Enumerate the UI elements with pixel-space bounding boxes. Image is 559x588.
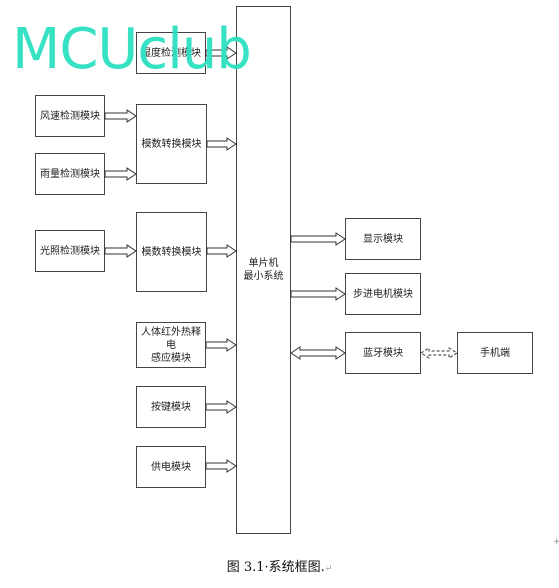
arrow-pir-to-mcu (205, 338, 237, 352)
arrow-mcu-bluetooth-bidirectional (290, 346, 346, 360)
mcu-label: 单片机 最小系统 (243, 258, 284, 282)
arrow-power-to-mcu (205, 459, 237, 473)
rainfall-module-label: 雨量检测模块 (40, 168, 100, 180)
adc-module-2-label: 模数转换模块 (141, 246, 202, 258)
figure-caption: 图 3.1·系统框图.↵ (0, 556, 559, 575)
light-module-label: 光照检测模块 (40, 245, 100, 257)
display-module-label: 显示模块 (363, 233, 403, 245)
arrow-adc1-to-mcu (206, 137, 237, 151)
arrow-light-to-adc2 (104, 244, 137, 258)
humidity-module: 湿度检测模块 (136, 32, 206, 74)
bluetooth-module: 蓝牙模块 (345, 332, 421, 374)
pir-sensor-module-label: 人体红外热释电 感应模块 (141, 326, 201, 364)
phone-terminal: 手机端 (457, 332, 533, 374)
light-module: 光照检测模块 (35, 230, 105, 272)
caption-text: 图 3.1·系统框图. (226, 560, 325, 575)
rainfall-module: 雨量检测模块 (35, 153, 105, 195)
arrow-rain-to-adc1 (104, 167, 137, 181)
display-module: 显示模块 (345, 218, 421, 260)
adc-module-1-label: 模数转换模块 (141, 138, 202, 150)
bluetooth-module-label: 蓝牙模块 (363, 347, 403, 359)
key-module-label: 按键模块 (151, 401, 191, 413)
phone-terminal-label: 手机端 (480, 347, 510, 359)
mcuclub-watermark: MCUclub (12, 17, 252, 82)
key-module: 按键模块 (136, 386, 206, 428)
pir-sensor-module: 人体红外热释电 感应模块 (136, 322, 206, 368)
stepper-motor-module-label: 步进电机模块 (353, 288, 413, 300)
adc-module-2: 模数转换模块 (136, 212, 207, 292)
power-module: 供电模块 (136, 446, 206, 488)
stepper-motor-module: 步进电机模块 (345, 273, 421, 315)
arrow-bluetooth-phone-dashed (420, 347, 458, 359)
corner-mark: + (553, 537, 559, 547)
arrow-adc2-to-mcu (206, 244, 237, 258)
arrow-key-to-mcu (205, 400, 237, 414)
mcu-minimal-system: 单片机 最小系统 (236, 6, 291, 534)
wind-speed-module-label: 风速检测模块 (40, 110, 100, 122)
paragraph-mark: ↵ (324, 564, 333, 574)
arrow-humidity-to-mcu (205, 46, 237, 60)
wind-speed-module: 风速检测模块 (35, 95, 105, 137)
arrow-wind-to-adc1 (104, 109, 137, 123)
humidity-module-label: 湿度检测模块 (141, 47, 201, 59)
power-module-label: 供电模块 (151, 461, 191, 473)
arrow-mcu-to-display (290, 232, 346, 246)
arrow-mcu-to-stepper (290, 287, 346, 301)
